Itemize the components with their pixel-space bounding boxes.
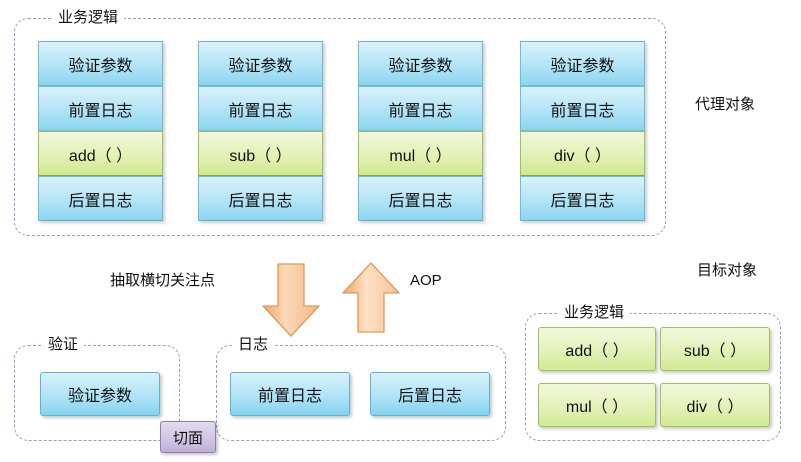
stack-cell-after-log: 后置日志 <box>520 176 645 221</box>
proxy-business-logic-group-label: 业务逻辑 <box>52 9 125 27</box>
target-business-logic-group <box>525 313 781 441</box>
stack-cell-method: div（ ） <box>520 131 645 176</box>
log-aspect-group <box>216 345 506 441</box>
stack-cell-before-log: 前置日志 <box>520 86 645 131</box>
proxy-object-label: 代理对象 <box>695 96 756 113</box>
aspect-chip-validate-params: 验证参数 <box>40 372 160 416</box>
stack-cell-before-log: 前置日志 <box>358 86 483 131</box>
stack-cell-method: mul（ ） <box>358 131 483 176</box>
stack-cell-validate: 验证参数 <box>520 41 645 86</box>
target-business-logic-group-label: 业务逻辑 <box>558 304 631 322</box>
target-method-add: add（ ） <box>538 327 656 371</box>
proxy-business-logic-group <box>14 18 666 236</box>
validation-aspect-group <box>14 345 180 441</box>
target-method-sub: sub（ ） <box>660 327 770 371</box>
aop-up-arrow-icon <box>342 260 404 338</box>
extract-crosscutting-label: 抽取横切关注点 <box>110 272 216 289</box>
proxy-method-stack-add: 验证参数 前置日志 add（ ） 后置日志 <box>38 41 163 221</box>
stack-cell-after-log: 后置日志 <box>38 176 163 221</box>
proxy-method-stack-sub: 验证参数 前置日志 sub（ ） 后置日志 <box>198 41 323 221</box>
aspect-chip-before-log: 前置日志 <box>230 372 350 416</box>
stack-cell-before-log: 前置日志 <box>198 86 323 131</box>
stack-cell-validate: 验证参数 <box>358 41 483 86</box>
aop-label: AOP <box>410 272 442 289</box>
target-object-label: 目标对象 <box>697 262 758 279</box>
extract-down-arrow-icon <box>262 262 324 340</box>
target-method-mul: mul（ ） <box>538 383 656 427</box>
stack-cell-validate: 验证参数 <box>198 41 323 86</box>
log-aspect-group-label: 日志 <box>232 336 275 354</box>
target-method-div: div（ ） <box>660 383 770 427</box>
proxy-method-stack-mul: 验证参数 前置日志 mul（ ） 后置日志 <box>358 41 483 221</box>
stack-cell-method: add（ ） <box>38 131 163 176</box>
stack-cell-after-log: 后置日志 <box>358 176 483 221</box>
stack-cell-method: sub（ ） <box>198 131 323 176</box>
stack-cell-after-log: 后置日志 <box>198 176 323 221</box>
stack-cell-validate: 验证参数 <box>38 41 163 86</box>
aspect-chip-after-log: 后置日志 <box>370 372 490 416</box>
validation-aspect-group-label: 验证 <box>42 336 85 354</box>
aspect-badge: 切面 <box>160 421 216 453</box>
proxy-method-stack-div: 验证参数 前置日志 div（ ） 后置日志 <box>520 41 645 221</box>
stack-cell-before-log: 前置日志 <box>38 86 163 131</box>
